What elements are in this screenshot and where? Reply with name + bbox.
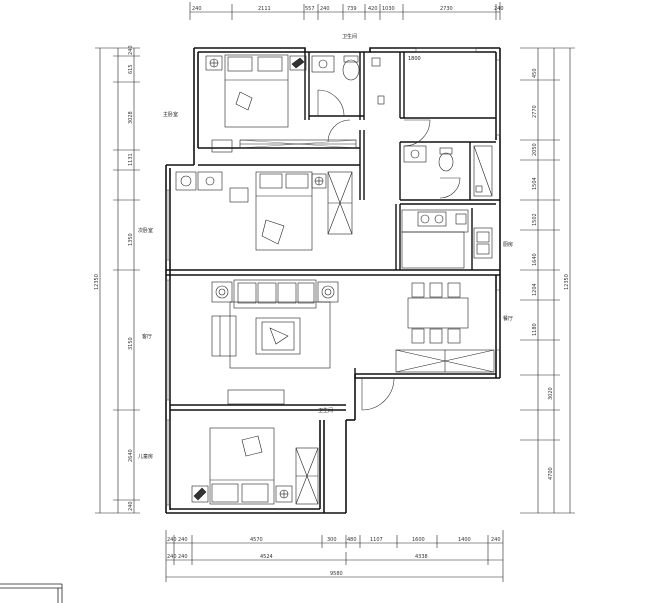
right-dim-6: 1204 — [532, 283, 538, 296]
living-room — [211, 279, 339, 405]
right-dim-5: 1640 — [532, 253, 538, 266]
top-dimension-line — [189, 2, 501, 20]
right-dim-9: 4700 — [548, 467, 554, 480]
left-dim-5: 3150 — [128, 337, 134, 350]
bottom-dim-4: 480 — [347, 537, 357, 543]
title-block-fragment — [0, 583, 63, 603]
left-dim-0: 240 — [128, 45, 134, 55]
dining-table — [407, 297, 469, 329]
bottom-dim2-2: 4524 — [260, 554, 273, 560]
interior-walls — [166, 52, 500, 411]
top-dim-4: 739 — [347, 6, 357, 12]
label-kitchen: 厨房 — [503, 241, 513, 248]
label-bath-upper: 卫生间 — [342, 33, 357, 40]
windows — [165, 47, 501, 506]
label-dining: 餐厅 — [503, 315, 513, 322]
left-dimension-lines — [95, 47, 140, 514]
console — [227, 389, 285, 405]
pillow-left — [227, 56, 253, 72]
bottom-dim-0: 240 — [167, 537, 177, 543]
label-bedroom2: 次卧室 — [138, 227, 153, 234]
nightstand-right — [289, 55, 307, 71]
pillow-right — [257, 56, 283, 72]
bottom-dim-5: 1107 — [370, 537, 383, 543]
label-bath-note: 1800 — [408, 56, 421, 62]
left-dimension-texts: 240 615 3028 1131 1350 3150 2640 240 123… — [94, 45, 134, 511]
bottom-dim-3: 300 — [327, 537, 337, 543]
stove — [417, 211, 447, 227]
toilet — [342, 59, 360, 81]
label-master-side: 主卧室 — [163, 111, 178, 118]
right-dim-2: 2050 — [532, 143, 538, 156]
master-bed — [224, 54, 289, 128]
nightstand-left — [205, 55, 223, 71]
counter-top — [401, 209, 469, 233]
top-dim-5: 420 — [368, 6, 378, 12]
third-bedroom — [191, 427, 319, 505]
left-dim-3: 1131 — [128, 153, 134, 166]
right-total: 12350 — [564, 274, 570, 290]
nightstand-3 — [191, 485, 209, 503]
sofa — [233, 279, 317, 309]
lower-bathroom — [403, 145, 493, 197]
label-bedroom3: 儿童房 — [138, 453, 153, 460]
right-dim-4: 1502 — [532, 213, 538, 226]
right-dim-8: 3020 — [548, 387, 554, 400]
bottom-dim-6: 1600 — [412, 537, 425, 543]
left-dim-7: 240 — [128, 501, 134, 511]
top-dim-0: 240 — [192, 6, 202, 12]
bottom-total: 9580 — [330, 571, 343, 577]
right-dim-7: 1180 — [532, 323, 538, 336]
bottom-dim2-1: 240 — [178, 554, 188, 560]
door-swings — [317, 89, 461, 411]
tv-cabinet — [211, 315, 237, 357]
bottom-dim-2: 4570 — [250, 537, 263, 543]
kitchen — [401, 209, 493, 269]
top-dim-7: 2730 — [440, 6, 453, 12]
bottom-dim-8: 240 — [491, 537, 501, 543]
left-dim-1: 615 — [128, 64, 134, 74]
right-dim-1: 2770 — [532, 105, 538, 118]
bottom-dimension-texts: 240 240 4570 300 480 1107 1600 1400 240 … — [167, 537, 501, 577]
left-dim-4: 1350 — [128, 233, 134, 246]
right-dim-3: 1504 — [532, 177, 538, 190]
label-corridor-note: 卫生间 — [318, 407, 333, 414]
upper-bathroom — [311, 55, 385, 105]
floor-drain — [377, 95, 385, 105]
rug — [229, 301, 331, 369]
bottom-dim-7: 1400 — [458, 537, 471, 543]
right-dim-0: 450 — [532, 68, 538, 78]
top-dim-8: 240 — [494, 6, 504, 12]
dining-area — [395, 282, 495, 373]
right-dimension-lines — [520, 47, 575, 514]
master-bedroom — [205, 54, 357, 153]
side-table-right — [317, 281, 339, 303]
washbasin — [311, 55, 335, 73]
side-table-left — [211, 281, 233, 303]
top-dim-2: 557 — [305, 6, 315, 12]
bottom-dim2-0: 240 — [167, 554, 177, 560]
toilet-2 — [438, 152, 454, 172]
teddy-bear — [235, 91, 253, 111]
top-dim-1: 2111 — [258, 6, 271, 12]
bottom-dim2-3: 4338 — [415, 554, 428, 560]
right-dimension-texts: 450 2770 2050 1504 1502 1640 1204 1180 3… — [532, 68, 570, 480]
top-dim-6: 1030 — [382, 6, 395, 12]
bottom-dimension-lines — [165, 530, 504, 582]
second-bedroom — [175, 171, 353, 251]
left-dim-2: 3028 — [128, 111, 134, 124]
room-labels: 卫生间 主卧室 次卧室 客厅 厨房 餐厅 儿童房 1800 卫生间 — [138, 33, 513, 460]
top-dimension-texts: 240 2111 557 240 739 420 1030 2730 240 — [192, 6, 504, 12]
coffee-table — [255, 317, 301, 355]
bed-2 — [255, 171, 313, 251]
bottom-dim-1: 240 — [178, 537, 188, 543]
left-dim-6: 2640 — [128, 449, 134, 462]
sink — [473, 227, 493, 259]
washbasin-2 — [403, 145, 427, 163]
bed-3 — [209, 427, 275, 505]
top-dim-3: 240 — [320, 6, 330, 12]
label-living: 客厅 — [142, 333, 152, 340]
left-total: 12350 — [94, 274, 100, 290]
